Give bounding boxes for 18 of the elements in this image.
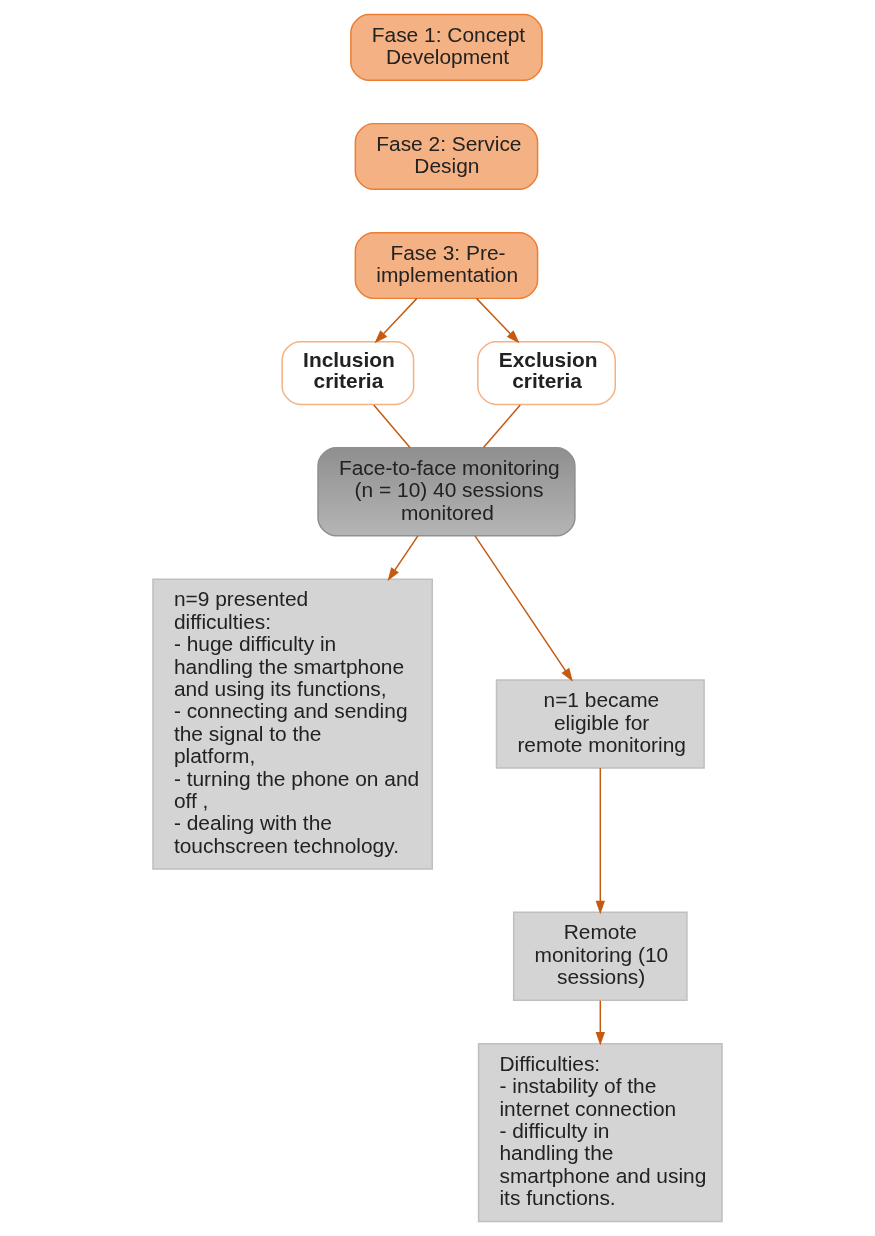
node-box: n=1 became eligible for remote monitoring (495, 679, 705, 769)
arrow (474, 535, 573, 682)
arrow (387, 535, 419, 581)
connector (482, 404, 521, 449)
node-box: Fase 1: Concept Development (350, 13, 543, 82)
arrow (595, 767, 605, 915)
arrow (475, 297, 520, 344)
node-box: n=9 presented difficulties: - huge difficulty in handling the smartphone and using its functions, - connecting and sending the signal to the platform, - turning the phone on and off , - dealing with the touchscreen technology. (152, 578, 433, 870)
node-box: Exclusion criteria (477, 340, 616, 406)
node-box: Face-to-face monitoring (n = 10) 40 sessions monitored (317, 447, 576, 537)
arrow (374, 297, 418, 344)
connector (373, 404, 411, 449)
node-box: Remote monitoring (10 sessions) (512, 911, 688, 1002)
node-box: Fase 3: Pre-implementation (354, 231, 539, 300)
node-box: Inclusion criteria (281, 340, 415, 406)
node-box: Difficulties: - instability of the internet connection - difficulty in handling the smartphone and using its functions. (477, 1042, 723, 1223)
node-box: Fase 2: Service Design (354, 122, 539, 191)
arrow (595, 999, 605, 1046)
